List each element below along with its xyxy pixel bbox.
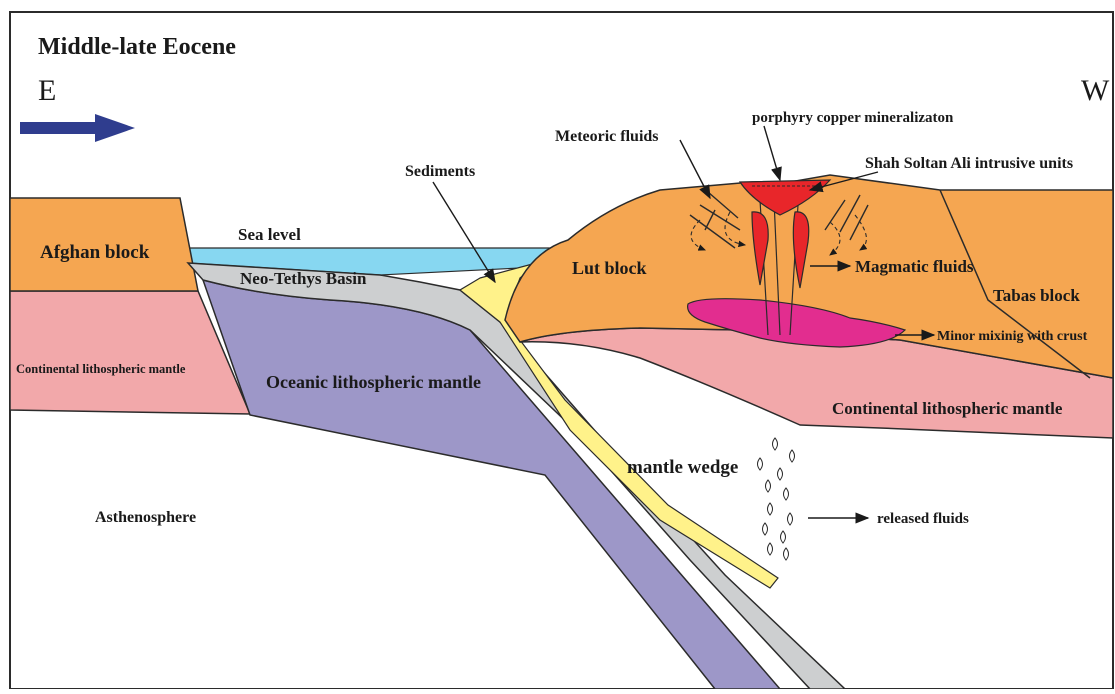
released-fluids-label: released fluids: [877, 511, 969, 527]
porphyry-label: porphyry copper mineralizaton: [752, 110, 954, 126]
sea-level-label: Sea level: [238, 225, 301, 244]
neo-tethys-label: Neo-Tethys Basin: [240, 269, 367, 288]
magmatic-fluids-label: Magmatic fluids: [855, 257, 974, 276]
direction-west-label: W: [1081, 74, 1110, 107]
intrusive-units-label: Shah Soltan Ali intrusive units: [865, 155, 1073, 172]
afghan-block-label: Afghan block: [40, 242, 150, 263]
mantle-wedge-label: mantle wedge: [627, 457, 738, 478]
diagram-title: Middle-late Eocene: [38, 34, 236, 60]
sediments-label: Sediments: [405, 163, 475, 180]
tabas-block-label: Tabas block: [993, 286, 1080, 305]
oceanic-mantle-label: Oceanic lithospheric mantle: [266, 372, 481, 392]
meteoric-fluids-label: Meteoric fluids: [555, 128, 659, 145]
clm-left-label: Continental lithospheric mantle: [16, 362, 186, 376]
asthenosphere-label: Asthenosphere: [95, 509, 196, 526]
lut-block-label: Lut block: [572, 258, 647, 278]
direction-east-label: E: [38, 74, 56, 107]
clm-right-label: Continental lithospheric mantle: [832, 399, 1063, 418]
minor-mixing-label: Minor mixinig with crust: [937, 329, 1088, 344]
